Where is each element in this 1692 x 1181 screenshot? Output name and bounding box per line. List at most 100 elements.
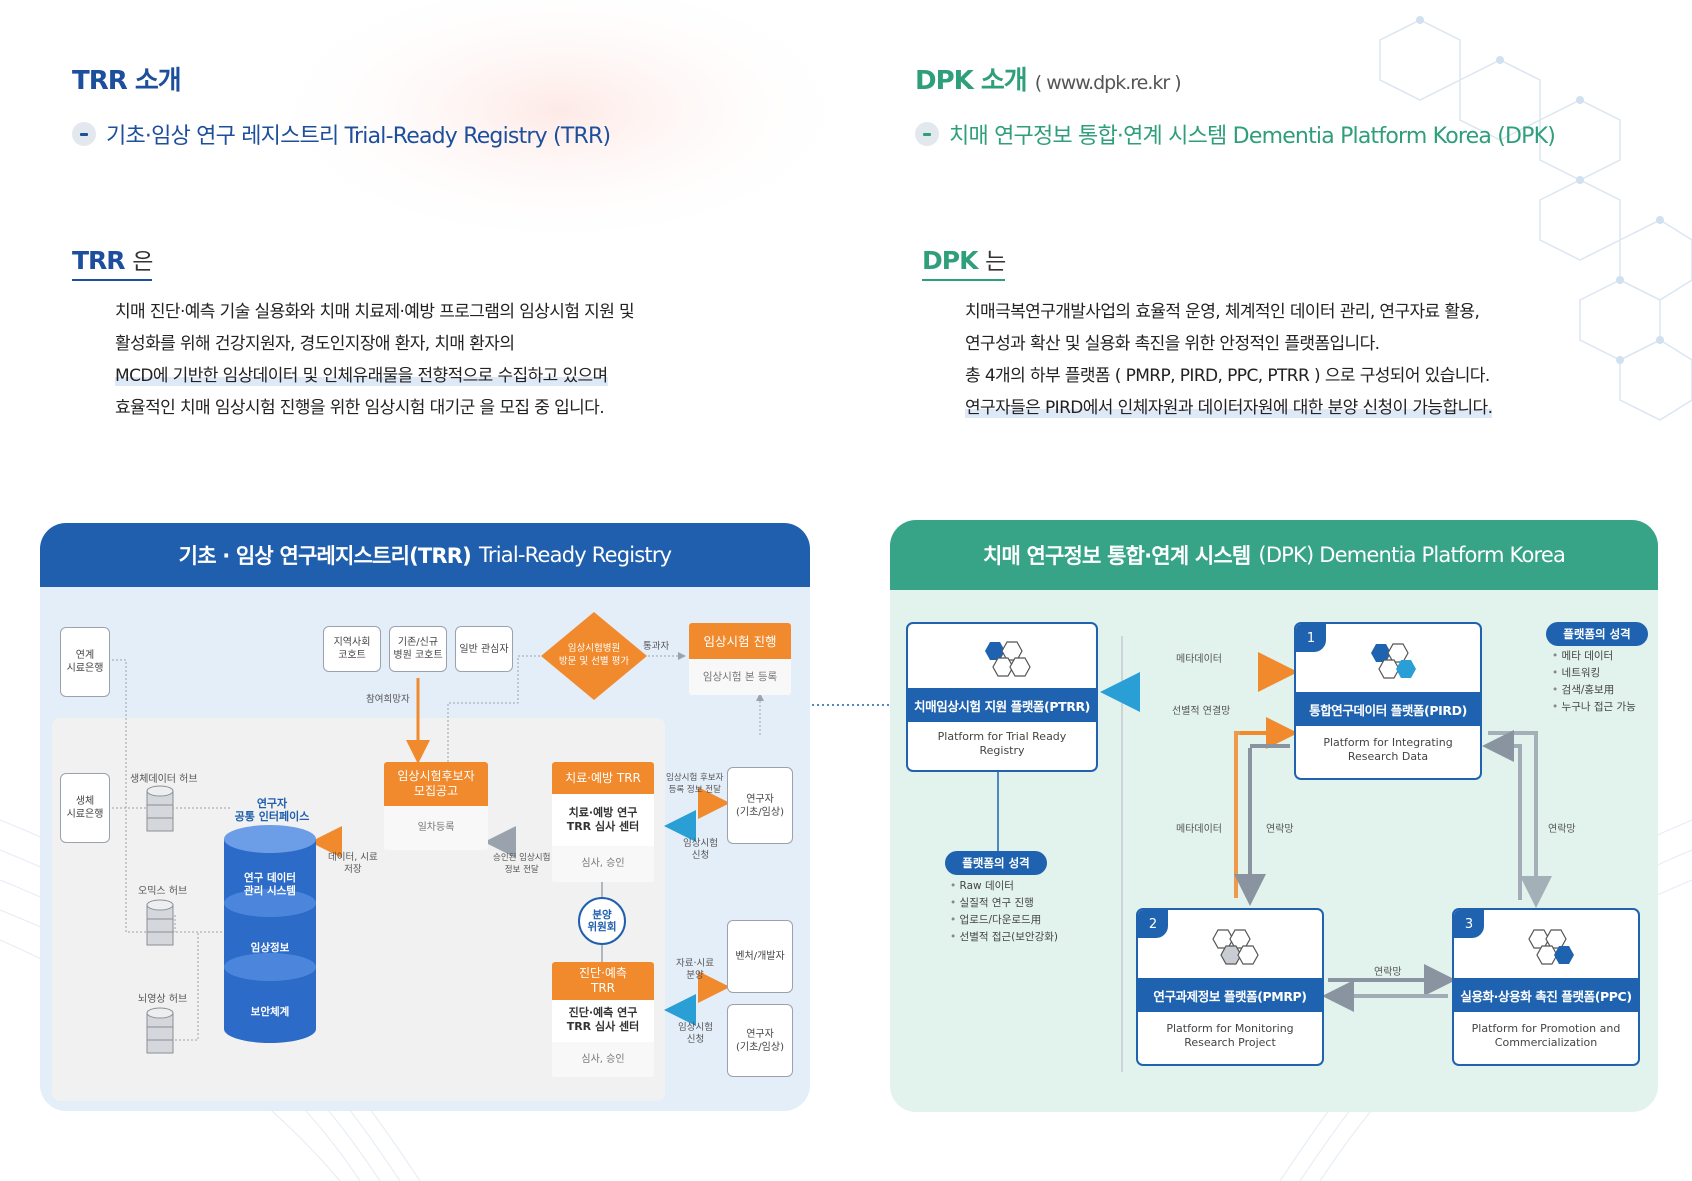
bio-biobank-box: 생체 시료은행 — [60, 773, 110, 843]
trr-panel-header: 기초 · 임상 연구레지스트리(TRR) Trial-Ready Registr… — [40, 523, 810, 587]
pird-char-item: 누구나 접근 가능 — [1552, 699, 1636, 716]
diagnosis-trr-approve: 심사, 승인 — [552, 1042, 654, 1077]
pmrp-en: Platform for Monitoring Research Project — [1166, 1022, 1294, 1049]
trr-subtitle-row: 기초·임상 연구 레지스트리 Trial-Ready Registry (TRR… — [72, 118, 611, 150]
neuroimaging-hub-icon — [146, 1007, 174, 1054]
venture-box: 벤처/개발자 — [727, 920, 793, 993]
dpk-para-line: 연구성과 확산 및 실용화 촉진을 위한 안정적인 플랫폼입니다. — [965, 334, 1380, 354]
dpk-url-link[interactable]: ( www.dpk.re.kr ) — [1034, 72, 1182, 94]
ppc-number: 3 — [1454, 910, 1484, 938]
ptrr-char-item: 업로드/다운로드用 — [950, 912, 1058, 929]
dpk-section-title: DPK 소개 ( www.dpk.re.kr ) — [915, 60, 1182, 97]
ptrr-platform-box[interactable]: 치매임상시험 지원 플랫폼(PTRR) Platform for Trial R… — [906, 622, 1098, 772]
ppc-en: Platform for Promotion and Commercializa… — [1471, 1022, 1621, 1049]
pmrp-number: 2 — [1138, 910, 1168, 938]
dpk-panel-title-en: (DPK) Dementia Platform Korea — [1258, 543, 1566, 567]
trr-paragraph: 치매 진단·예측 기술 실용화와 치매 치료제·예방 프로그램의 임상시험 지원… — [115, 296, 635, 424]
dpk-heading: DPK 는 — [922, 242, 1006, 281]
pird-char-item: 검색/홍보用 — [1552, 682, 1636, 699]
cylinder-label-data-system: 연구 데이터 관리 시스템 — [244, 872, 296, 897]
data-store-label: 데이터, 시료 저장 — [328, 852, 378, 875]
ptrr-char-item: Raw 데이터 — [950, 878, 1058, 895]
pird-name: 통합연구데이터 플랫폼(PIRD) — [1296, 692, 1480, 726]
trr-para-line: 효율적인 치매 임상시험 진행을 위한 임상시험 대기군 을 모집 중 입니다. — [115, 398, 605, 418]
hospital-cohort-box: 기존/신규 병원 코호트 — [389, 626, 447, 672]
participant-label: 참여희망자 — [366, 694, 410, 705]
dpk-para-line: 총 4개의 하부 플랫폼 ( PMRP, PIRD, PPC, PTRR ) 으… — [965, 366, 1490, 386]
ptrr-name: 치매임상시험 지원 플랫폼(PTRR) — [908, 688, 1096, 722]
pird-platform-box[interactable]: 1 통합연구데이터 플랫폼(PIRD) Platform for Integra… — [1294, 622, 1482, 780]
pmrp-platform-box[interactable]: 2 연구과제정보 플랫폼(PMRP) Platform for Monitori… — [1136, 908, 1324, 1066]
trr-heading-main: TRR — [72, 246, 126, 275]
meta-data-label-1: 메타데이터 — [1176, 654, 1222, 665]
treatment-trr-center: 치료·예방 연구 TRR 심사 센터 — [566, 806, 640, 833]
hub-cylinders — [146, 785, 174, 1054]
ptrr-en: Platform for Trial Ready Registry — [937, 730, 1067, 757]
pird-en: Platform for Integrating Research Data — [1323, 736, 1453, 763]
pird-char-list: 메타 데이터 네트워킹 검색/홍보用 누구나 접근 가능 — [1552, 648, 1636, 716]
dpk-heading-main: DPK — [922, 246, 978, 275]
trial-progress-title: 임상시험 진행 — [689, 623, 791, 659]
apply-trial-label-2: 임상시험 신청 — [678, 1022, 713, 1045]
trr-section-title: TRR 소개 — [72, 60, 182, 97]
ppc-name: 실용화·상용화 촉진 플랫폼(PPC) — [1454, 978, 1638, 1012]
meta-data-label-2: 메타데이터 — [1176, 824, 1222, 835]
treatment-trr-title: 치료·예방 TRR — [552, 762, 654, 794]
recruit-title: 임상시험후보자 모집공고 — [384, 762, 488, 806]
pird-char-item: 메타 데이터 — [1552, 648, 1636, 665]
trr-panel-title-en: Trial-Ready Registry — [478, 543, 672, 567]
ppc-platform-box[interactable]: 3 실용화·상용화 촉진 플랫폼(PPC) Platform for Promo… — [1452, 908, 1640, 1066]
common-interface-label: 연구자 공통 인터페이스 — [234, 797, 310, 823]
trr-para-line: 치매 진단·예측 기술 실용화와 치매 치료제·예방 프로그램의 임상시험 지원… — [115, 302, 635, 322]
ptrr-char-pill: 플랫폼의 성격 — [945, 851, 1047, 875]
trr-title-text: TRR 소개 — [72, 66, 182, 96]
bullet-icon — [72, 122, 96, 146]
bullet-icon — [915, 122, 939, 146]
distribution-committee-circle: 분양 위원회 — [578, 897, 626, 945]
researcher-box-1: 연구자 (기초/임상) — [727, 767, 793, 844]
hexagon-cluster-icon — [985, 641, 1031, 677]
dpk-title-text: DPK 소개 — [915, 66, 1028, 96]
bio-data-hub-label: 생체데이터 허브 — [130, 774, 198, 785]
trr-subtitle: 기초·임상 연구 레지스트리 Trial-Ready Registry (TRR… — [106, 124, 611, 149]
diamond-label: 임상시험병원 방문 및 선별 평가 — [558, 643, 630, 667]
hexagon-cluster-icon — [1528, 929, 1574, 965]
researcher-box-2: 연구자 (기초/임상) — [727, 1004, 793, 1077]
select-link-label: 선별적 연결망 — [1172, 706, 1231, 717]
trr-para-line: 활성화를 위해 건강지원자, 경도인지장애 환자, 치매 환자의 — [115, 334, 515, 354]
dpk-subtitle-row: 치매 연구정보 통합·연계 시스템 Dementia Platform Kore… — [915, 118, 1556, 150]
recruit-sub: 일차등록 — [384, 806, 488, 850]
recruit-box: 임상시험후보자 모집공고 일차등록 — [384, 762, 488, 850]
trr-panel-title-ko: 기초 · 임상 연구레지스트리(TRR) — [178, 544, 472, 568]
linked-biobank-box: 연계 시료은행 — [60, 627, 110, 697]
ptrr-char-item: 실질적 연구 진행 — [950, 895, 1058, 912]
apply-trial-label-1: 임상시험 신청 — [683, 838, 718, 861]
pird-char-pill: 플랫폼의 성격 — [1546, 622, 1648, 646]
trr-heading-suffix: 은 — [132, 249, 153, 275]
ptrr-char-list: Raw 데이터 실질적 연구 진행 업로드/다운로드用 선별적 접근(보안강화) — [950, 878, 1058, 946]
contact-label-2: 연락망 — [1548, 824, 1576, 835]
committee-label: 분양 위원회 — [587, 909, 617, 933]
pird-char-item: 네트워킹 — [1552, 665, 1636, 682]
trr-heading: TRR 은 — [72, 242, 153, 281]
data-distribution-label: 자료·시료 분양 — [676, 958, 714, 981]
screening-diamond: 임상시험병원 방문 및 선별 평가 — [541, 612, 647, 700]
dpk-subtitle: 치매 연구정보 통합·연계 시스템 Dementia Platform Kore… — [949, 124, 1556, 149]
pmrp-name: 연구과제정보 플랫폼(PMRP) — [1138, 978, 1322, 1012]
omics-hub-label: 오믹스 허브 — [138, 886, 188, 897]
trr-para-line: MCD에 기반한 임상데이터 및 인체유래물을 전향적으로 수집하고 있으며 — [115, 366, 608, 386]
diagnosis-trr-title: 진단·예측 TRR — [552, 962, 654, 1000]
contact-label-3: 연락망 — [1374, 967, 1402, 978]
bio-data-hub-icon — [146, 785, 174, 832]
community-cohort-box: 지역사회 코호트 — [323, 626, 381, 672]
diamond-shape — [541, 612, 647, 700]
dpk-para-line: 연구자들은 PIRD에서 인체자원과 데이터자원에 대한 분양 신청이 가능합니… — [965, 398, 1493, 418]
dpk-paragraph: 치매극복연구개발사업의 효율적 운영, 체계적인 데이터 관리, 연구자료 활용… — [965, 296, 1493, 424]
trial-progress-box: 임상시험 진행 임상시험 본 등록 — [689, 623, 791, 695]
trial-register-label: 임상시험 본 등록 — [689, 659, 791, 695]
dpk-panel-title-ko: 치매 연구정보 통합·연계 시스템 — [982, 544, 1251, 568]
research-data-cylinder — [224, 825, 316, 1043]
approved-transfer-label: 승인된 임상시험 정보 전달 — [493, 853, 551, 875]
